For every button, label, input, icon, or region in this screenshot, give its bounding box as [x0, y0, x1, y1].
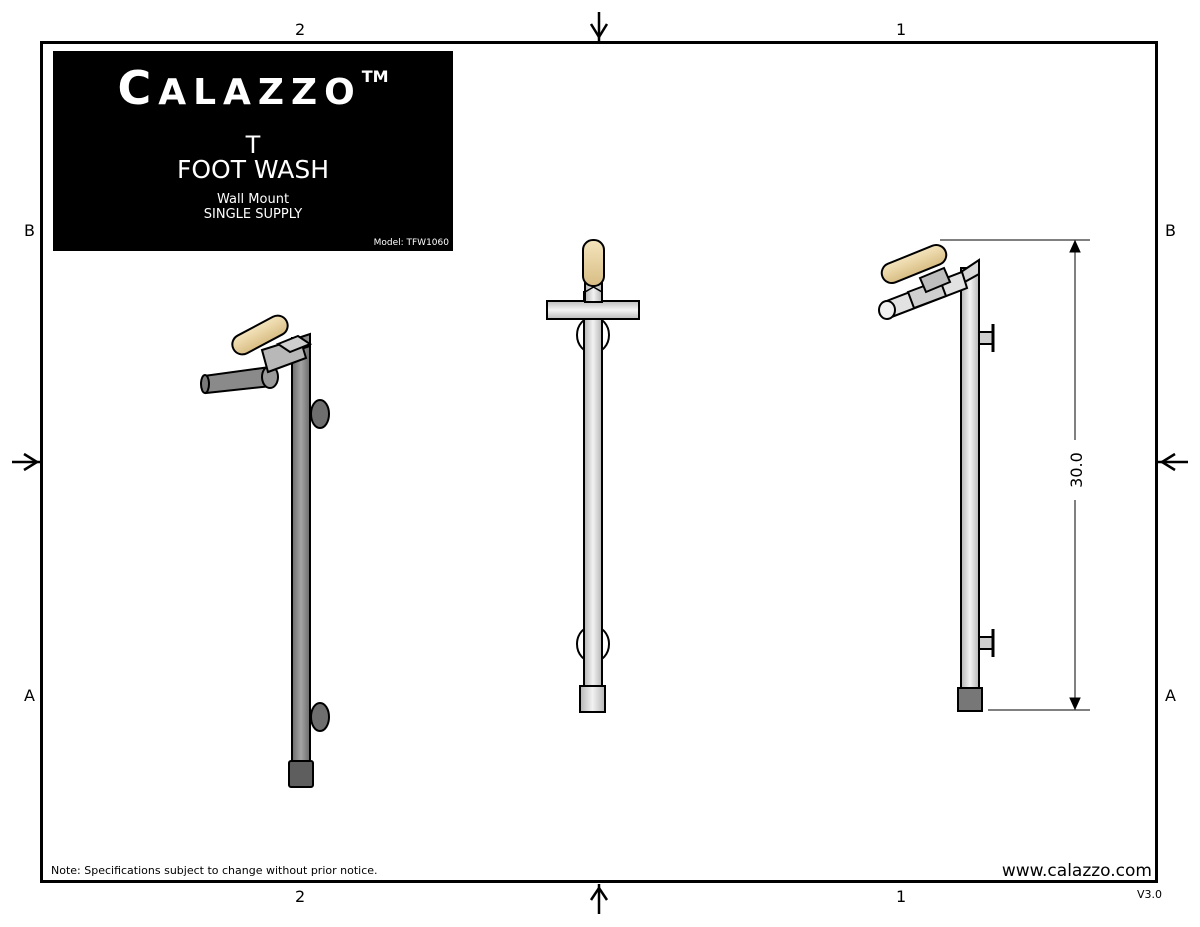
drawing-frame — [40, 41, 1158, 883]
mount-type: Wall Mount — [216, 192, 290, 207]
left-view-foot-wash — [200, 314, 330, 788]
zone-label-top-1: 1 — [896, 20, 907, 39]
dimension-label: 30.0 — [1067, 452, 1086, 488]
model-number: Model: TFW1060 — [373, 238, 449, 248]
version-label: V3.0 — [1137, 888, 1163, 901]
zone-label-bottom-1: 1 — [896, 887, 907, 906]
website-link[interactable]: www.calazzo.com — [1001, 861, 1152, 881]
zone-label-left-b: B — [24, 221, 35, 240]
zone-arrow-left — [12, 452, 40, 472]
product-name: FOOT WASH — [176, 155, 330, 184]
zone-arrow-right — [1158, 452, 1188, 472]
zone-label-bottom-2: 2 — [295, 887, 306, 906]
zone-arrow-top — [589, 12, 609, 41]
zone-label-right-b: B — [1165, 221, 1176, 240]
zone-label-top-2: 2 — [295, 20, 306, 39]
product-letter: T — [245, 131, 261, 159]
spec-note: Note: Specifications subject to change w… — [51, 864, 378, 877]
title-block: CALAZZOTM T FOOT WASH Wall Mount SINGLE … — [53, 51, 453, 251]
height-dimension — [940, 239, 1090, 711]
zone-label-right-a: A — [1165, 686, 1176, 705]
right-view-foot-wash — [878, 244, 995, 712]
trademark-symbol: TM — [361, 67, 389, 86]
zone-arrow-bottom — [589, 884, 609, 914]
zone-label-left-a: A — [24, 686, 35, 705]
supply-type: SINGLE SUPPLY — [203, 207, 303, 222]
brand-logo: CALAZZOTM — [117, 61, 389, 115]
center-view-foot-wash — [546, 239, 640, 713]
